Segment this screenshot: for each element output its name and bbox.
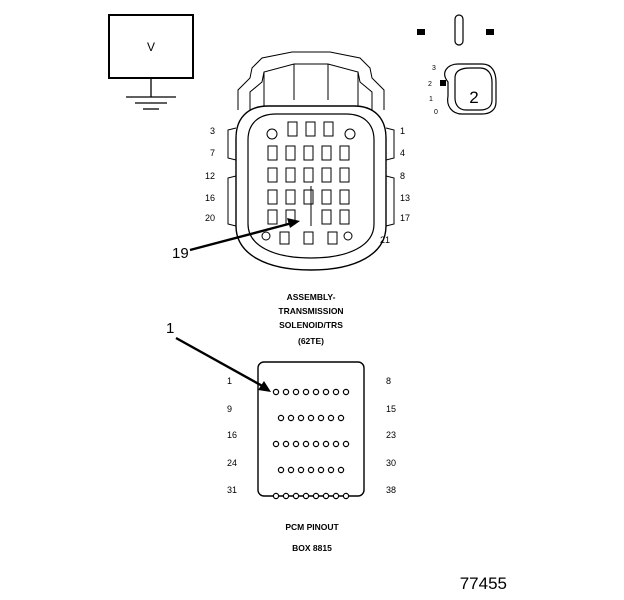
pcm-pin: [282, 440, 290, 448]
pcm-pin: [272, 440, 280, 448]
pcm-pin-label-left-4: 24: [227, 458, 237, 468]
selector-pointer: [440, 80, 446, 86]
connector-pin-label-left-4: 16: [205, 193, 215, 203]
connector-caption-line-3: SOLENOID/TRS: [279, 320, 343, 330]
pcm-pin: [292, 388, 300, 396]
pcm-pin: [282, 388, 290, 396]
pcm-pinout: 1 9 16 24 31 8 15 23 30 38 1 PCM PINOUT …: [166, 320, 396, 553]
selector-scale-0: 0: [434, 109, 438, 116]
pcm-caption-line-1: PCM PINOUT: [285, 522, 339, 532]
pcm-pin-label-right-5: 38: [386, 485, 396, 495]
connector-pin-label-bottom: 21: [380, 235, 390, 245]
pcm-pin: [312, 440, 320, 448]
pcm-pin: [277, 414, 285, 422]
selector-setting-label: 2: [469, 88, 478, 107]
pcm-pin: [322, 440, 330, 448]
connector-left-rail: [227, 127, 237, 227]
pcm-pin: [287, 414, 295, 422]
pcm-pin: [297, 466, 305, 474]
selector-scale-2: 2: [428, 81, 432, 88]
voltmeter-unit-label: V: [147, 40, 155, 54]
selector-scale-1: 1: [429, 96, 433, 103]
connector-caption-line-2: TRANSMISSION: [278, 306, 343, 316]
pcm-pin: [332, 440, 340, 448]
pcm-pin: [317, 414, 325, 422]
pcm-callout-arrow: [175, 336, 267, 390]
probe-pin: [454, 14, 464, 46]
pcm-pin: [272, 492, 280, 500]
connector-pin-label-left-1: 3: [210, 126, 215, 136]
selector-scale-3: 3: [432, 65, 436, 72]
pcm-pinout-box: [257, 361, 365, 497]
pcm-pin-label-right-4: 30: [386, 458, 396, 468]
probe-tip-right: [486, 29, 494, 35]
pcm-pin: [302, 440, 310, 448]
pcm-pin-label-right-2: 15: [386, 404, 396, 414]
probe-tip-left: [417, 29, 425, 35]
pcm-pin: [337, 466, 345, 474]
pcm-pin: [342, 492, 350, 500]
connector-pin-label-left-3: 12: [205, 171, 215, 181]
selector-switch-icon: 3 2 1 0 2: [417, 14, 497, 116]
connector-latch-outline: [237, 51, 385, 110]
pcm-pin-label-left-2: 9: [227, 404, 232, 414]
pcm-caption-line-2: BOX 8815: [292, 543, 332, 553]
pcm-pin: [292, 440, 300, 448]
pcm-pin: [307, 466, 315, 474]
pcm-pin: [332, 388, 340, 396]
connector-callout-arrow: [189, 220, 297, 252]
pcm-pin: [342, 440, 350, 448]
figure-number: 77455: [460, 574, 507, 593]
voltmeter-box: [108, 14, 194, 79]
connector-pin-label-right-3: 8: [400, 171, 405, 181]
pcm-pin: [297, 414, 305, 422]
connector-callout-label: 19: [172, 245, 189, 262]
selector-knob-front: [454, 67, 493, 111]
connector-right-rail: [385, 127, 395, 227]
pcm-pin: [277, 466, 285, 474]
connector-latch-inner: [249, 63, 373, 110]
pcm-pin: [312, 388, 320, 396]
pcm-pin-label-right-1: 8: [386, 376, 391, 386]
pcm-pin: [332, 492, 340, 500]
pcm-pin: [312, 492, 320, 500]
connector-caption-line-1: ASSEMBLY-: [287, 292, 336, 302]
connector-caption-line-4: (62TE): [298, 336, 324, 346]
pcm-pin: [337, 414, 345, 422]
pcm-pin-label-right-3: 23: [386, 430, 396, 440]
connector-pin-label-right-2: 4: [400, 148, 405, 158]
pcm-pin: [322, 492, 330, 500]
connector-pin-label-right-4: 13: [400, 193, 410, 203]
pcm-pin: [322, 388, 330, 396]
pcm-pin: [342, 388, 350, 396]
pcm-pin: [327, 466, 335, 474]
pcm-callout-arrowhead: [258, 381, 271, 392]
pcm-pin: [282, 492, 290, 500]
voltmeter-symbol: V: [108, 14, 194, 110]
pcm-pin: [287, 466, 295, 474]
pcm-pin: [307, 414, 315, 422]
connector-terminals: [261, 121, 356, 245]
pcm-pin: [302, 492, 310, 500]
pcm-pin: [292, 492, 300, 500]
pcm-pin-label-left-3: 16: [227, 430, 237, 440]
pcm-pin: [272, 388, 280, 396]
connector-pin-label-right-1: 1: [400, 126, 405, 136]
connector-pin-label-left-2: 7: [210, 148, 215, 158]
pcm-pin: [317, 466, 325, 474]
connector-pin-label-left-5: 20: [205, 213, 215, 223]
connector-pin-label-right-5: 17: [400, 213, 410, 223]
pcm-pin-grid: [272, 388, 350, 500]
solenoid-connector: 3 7 12 16 20 1 4 8 13 17 21 19 ASSEMBLY-…: [172, 51, 410, 346]
pcm-pin: [327, 414, 335, 422]
pcm-pin-label-left-1: 1: [227, 376, 232, 386]
pcm-pin: [302, 388, 310, 396]
pcm-pin-label-left-5: 31: [227, 485, 237, 495]
connector-callout-arrowhead: [287, 218, 300, 228]
pcm-callout-label: 1: [166, 320, 174, 337]
